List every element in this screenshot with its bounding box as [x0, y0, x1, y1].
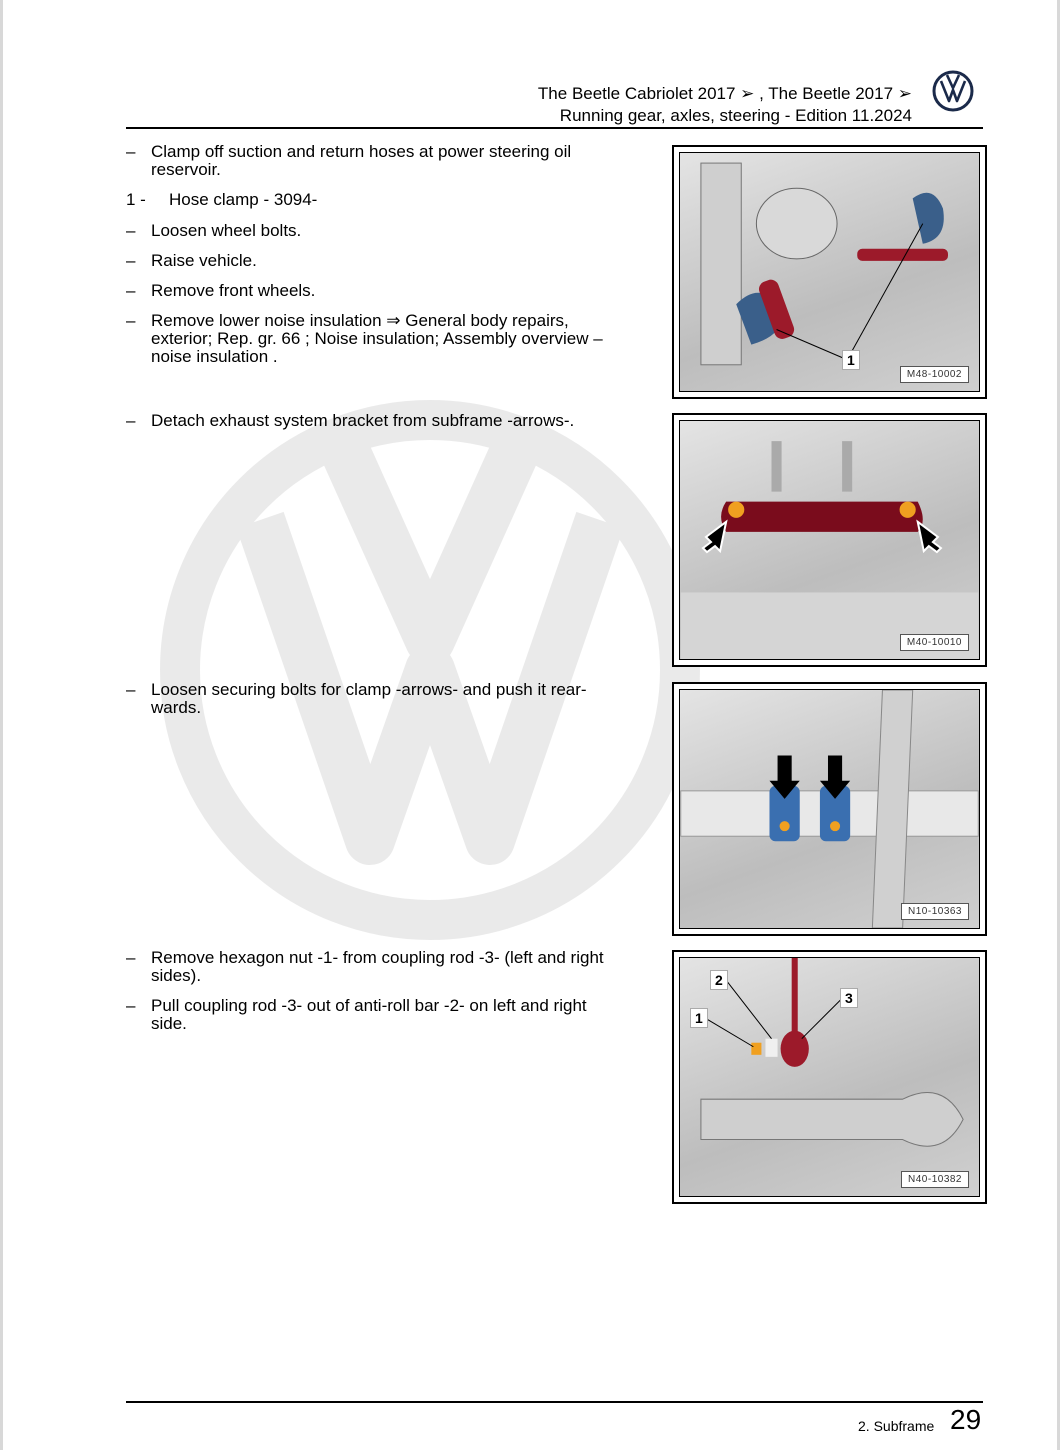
callout-label: 2: [710, 970, 728, 990]
step-text: Hose clamp - 3094-: [169, 190, 318, 209]
step-marker: –: [126, 948, 136, 967]
figure-code: N40-10382: [901, 1171, 969, 1188]
page-edge-right: [1057, 0, 1060, 1450]
header-rule: [126, 127, 983, 129]
callout-label: 3: [840, 988, 858, 1008]
figure-power-steering-reservoir: 1 M48-10002: [672, 145, 987, 399]
footer-rule: [126, 1401, 983, 1403]
coupling-rod-illustration: [700, 958, 964, 1147]
step-marker: –: [126, 996, 136, 1015]
step-text: Loosen wheel bolts.: [151, 221, 302, 240]
page-number: 29: [950, 1404, 982, 1435]
figure-exhaust-bracket: M40-10010: [672, 413, 987, 667]
header-title-line1: The Beetle Cabriolet 2017 ➢ , The Beetle…: [537, 84, 912, 103]
page-edge-left: [0, 0, 3, 1450]
step-text: Remove front wheels.: [151, 281, 316, 300]
reservoir-illustration: [700, 162, 948, 366]
exhaust-bracket-illustration: [680, 441, 979, 659]
footer-section-title: 2. Subframe: [858, 1418, 935, 1434]
step-marker: –: [126, 142, 136, 161]
step-text: Remove lower noise insulation ⇒ General …: [151, 311, 603, 366]
step-item: –Detach exhaust system bracket from subf…: [126, 412, 656, 430]
figure-exhaust-clamp: N10-10363: [672, 682, 987, 936]
header-title-line2: Running gear, axles, steering - Edition …: [559, 106, 912, 125]
step-text: Detach exhaust system bracket from subfr…: [151, 411, 575, 430]
step-text: Loosen securing bolts for clamp -arrows-…: [151, 680, 587, 717]
step-item: –Raise vehicle.: [126, 252, 626, 270]
step-marker: –: [126, 281, 136, 300]
vw-logo-icon: [932, 70, 974, 112]
document-header: The Beetle Cabriolet 2017 ➢ , The Beetle…: [538, 83, 912, 127]
figure-code: M40-10010: [899, 634, 969, 651]
step-item: –Remove hexagon nut -1- from coupling ro…: [126, 949, 626, 985]
step-item: –Clamp off suction and return hoses at p…: [126, 143, 626, 179]
step-marker: –: [126, 251, 136, 270]
watermark-logo-icon: [160, 400, 700, 940]
callout-label: 1: [690, 1008, 708, 1028]
step-text: Raise vehicle.: [151, 251, 257, 270]
step-text: Clamp off suction and return hoses at po…: [151, 142, 572, 179]
figure-coupling-rod: 2 1 3 N40-10382: [672, 950, 987, 1204]
step-marker: 1 -: [126, 190, 146, 209]
exhaust-clamp-illustration: [680, 690, 979, 928]
step-marker: –: [126, 221, 136, 240]
step-item: –Remove lower noise insulation ⇒ General…: [126, 312, 626, 366]
figure-image: 2 1 3 N40-10382: [679, 957, 980, 1197]
step-item: –Remove front wheels.: [126, 282, 626, 300]
figure-image: M40-10010: [679, 420, 980, 660]
step-item: 1 - Hose clamp - 3094-: [126, 191, 626, 209]
figure-image: N10-10363: [679, 689, 980, 929]
step-item: –Loosen securing bolts for clamp -arrows…: [126, 681, 616, 717]
step-marker: –: [126, 311, 136, 330]
step-marker: –: [126, 411, 136, 430]
step-text: Pull coupling rod -3- out of anti-roll b…: [151, 996, 587, 1033]
callout-label: 1: [842, 350, 860, 370]
figure-image: 1 M48-10002: [679, 152, 980, 392]
figure-code: N10-10363: [901, 903, 969, 920]
step-text: Remove hexagon nut -1- from coupling rod…: [151, 948, 604, 985]
step-item: –Loosen wheel bolts.: [126, 222, 626, 240]
step-item: –Pull coupling rod -3- out of anti-roll …: [126, 997, 626, 1033]
figure-code: M48-10002: [899, 366, 969, 383]
step-marker: –: [126, 680, 136, 699]
